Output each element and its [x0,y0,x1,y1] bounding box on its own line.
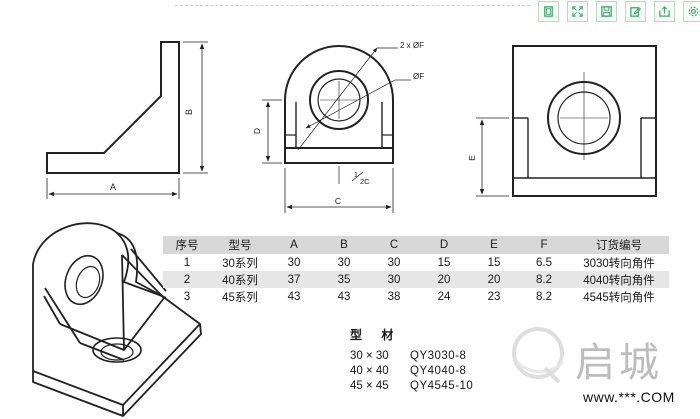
header-f: F [519,236,569,254]
header-model: 型号 [211,236,269,254]
table-row: 2 40系列 37 35 30 20 20 8.2 4040转向角件 [163,271,669,288]
cell: 4545转向角件 [583,291,655,304]
settings-button[interactable] [683,1,700,22]
header-a: A [269,236,319,254]
cell: 43 [337,290,351,303]
header-order-code: 订货编号 [569,236,669,254]
material-size: 40 × 40 [350,365,389,377]
cell: 38 [387,290,401,303]
dim-2f-label: 2 x ØF [400,41,424,50]
cell: 4040转向角件 [569,271,669,288]
copy-icon [544,6,553,17]
spec-table: 序号 型号 A B C D E F 订货编号 1 30系列 30 30 30 1… [163,236,669,305]
material-size: 30 × 30 [350,350,389,362]
cell: 15 [437,256,451,269]
material-title: 型 材 [350,328,402,342]
cell: 37 [269,271,319,288]
dim-d-label: D [252,128,262,134]
cell: 30 [387,256,401,269]
dim-a-label: A [110,182,116,192]
cell: 3030转向角件 [583,257,655,270]
cell: 30 [369,271,419,288]
cell: 1 [183,256,191,269]
front-view [262,45,411,213]
cell: 20 [419,271,469,288]
list-item: 30 × 30 QY3030-8 [350,349,500,364]
share-icon [659,6,670,17]
isometric-view [32,222,202,417]
toolbar [538,1,700,22]
material-size: 45 × 45 [350,380,389,392]
share-button[interactable] [654,1,675,22]
settings-icon [688,6,699,17]
header-e: E [469,236,519,254]
fullscreen-icon [572,6,583,17]
save-icon [601,6,612,17]
edit-button[interactable] [625,1,646,22]
cell: 8.2 [536,290,552,303]
spec-table-header: 序号 型号 A B C D E F 订货编号 [163,236,669,254]
cell: 43 [287,290,301,303]
side-view [46,41,208,199]
dim-f-label: ØF [413,72,424,81]
material-model: QY4040-8 [410,365,467,377]
cell: 8.2 [519,271,569,288]
fullscreen-button[interactable] [567,1,588,22]
cell: 24 [437,290,451,303]
dim-e-label: E [467,155,477,161]
dim-c-label: C [335,196,341,206]
cell: 6.5 [536,256,552,269]
cell: 15 [487,256,501,269]
list-item: 40 × 40 QY4040-8 [350,364,500,379]
edit-icon [630,7,642,17]
cell: 45系列 [222,291,258,304]
table-row: 1 30系列 30 30 30 15 15 6.5 3030转向角件 [163,254,669,271]
cell: 30 [287,256,301,269]
top-view [476,45,657,197]
watermark-logo-icon [512,327,564,384]
header-index: 序号 [163,236,211,254]
cell: 35 [319,271,369,288]
material-list: 型 材 30 × 30 QY3030-8 40 × 40 QY4040-8 45… [350,326,500,394]
list-item: 45 × 45 QY4545-10 [350,379,500,394]
table-row: 3 45系列 43 43 38 24 23 8.2 4545转向角件 [163,288,669,305]
material-model: QY4545-10 [410,380,474,392]
header-c: C [369,236,419,254]
cell: 30 [337,256,351,269]
watermark-text: 启城 [575,340,663,386]
dim-half-c-denominator: 2C [360,177,370,186]
cell: 23 [487,290,501,303]
dim-b-label: B [184,109,194,115]
material-model: QY3030-8 [410,350,467,362]
save-button[interactable] [596,1,617,22]
dim-half-c-numerator: 1 [354,172,358,179]
copy-button[interactable] [538,1,559,22]
cell: 3 [183,290,191,303]
header-d: D [419,236,469,254]
cell: 2 [163,271,211,288]
watermark-url: www.***.COM [583,389,675,405]
cell: 40系列 [211,271,269,288]
cell: 30系列 [222,257,258,270]
header-b: B [319,236,369,254]
top-divider [175,5,530,6]
cell: 20 [469,271,519,288]
